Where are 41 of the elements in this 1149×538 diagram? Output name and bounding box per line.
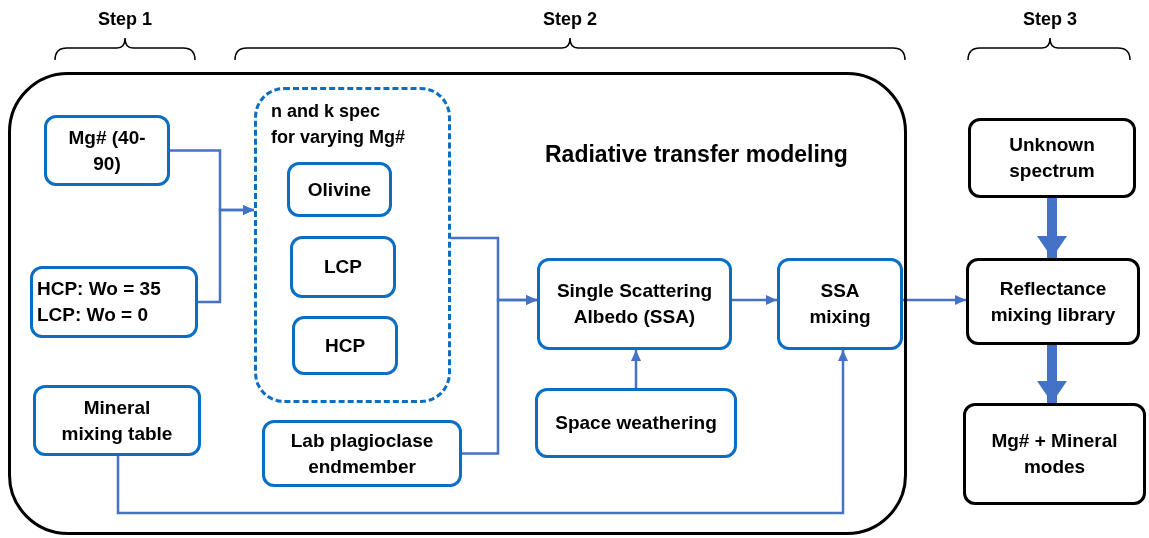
process-box [963,403,1146,505]
arrow [631,350,641,388]
arrow [903,295,966,305]
box-label: Mineral mixing table [60,395,174,446]
box-label: Mg# + Mineral modes [990,429,1119,479]
process-box [30,266,198,338]
arrow [462,295,537,455]
box-label: HCP: Wo = 35 LCP: Wo = 0 [36,277,162,327]
box-label: Space weathering [554,411,718,435]
process-box [535,388,737,458]
arrow [1037,345,1067,403]
box-label: LCP [323,255,363,279]
box-label: Single Scattering Albedo (SSA) [555,279,714,329]
process-box [777,258,903,350]
step-label: Step 2 [543,8,597,31]
arrow [732,295,777,305]
process-box [262,420,462,487]
model-group-box [8,72,907,535]
process-box [968,118,1136,198]
box-label: HCP [323,333,367,358]
dashed-group-box [254,87,451,403]
arrow [198,205,254,304]
box-label: Lab plagioclase endmember [289,428,435,479]
process-box [33,385,201,456]
process-box [44,115,170,186]
process-box [287,162,392,217]
process-box [290,236,396,298]
step-label: Step 3 [1023,8,1077,31]
arrow [1037,198,1067,258]
box-label: Olivine [306,177,373,202]
group-title: n and k spec for varying Mg# [271,100,407,149]
box-label: SSA mixing [808,279,872,329]
process-box [292,316,398,375]
box-label: Reflectance mixing library [989,276,1117,327]
process-box [537,258,732,350]
process-box [966,258,1140,345]
box-label: Unknown spectrum [1008,133,1096,183]
group-title: Radiative transfer modeling [545,140,848,169]
step-label: Step 1 [98,8,152,31]
arrow [116,350,848,515]
box-label: Mg# (40-90) [67,125,147,176]
